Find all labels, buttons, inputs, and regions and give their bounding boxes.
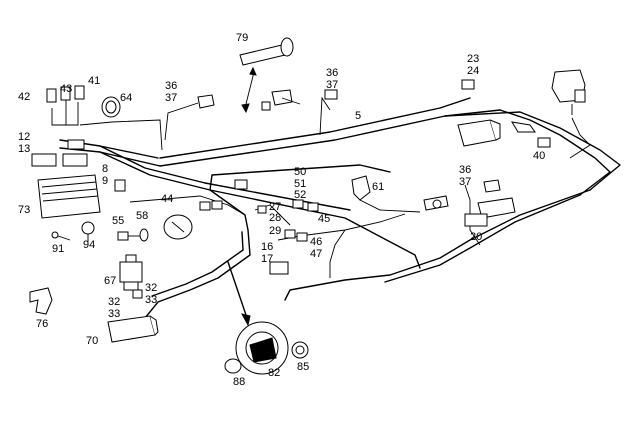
relay-41 <box>74 85 85 100</box>
ignition-lock <box>423 195 449 211</box>
bolt-88 <box>224 358 242 374</box>
grommet-64 <box>101 96 121 118</box>
label-41: 41 <box>88 75 100 87</box>
label-61: 61 <box>372 181 384 193</box>
label-94: 94 <box>83 239 95 251</box>
connector-cluster-44 <box>199 179 248 211</box>
nut-85 <box>291 341 309 359</box>
label-42: 42 <box>18 91 30 103</box>
label-79: 79 <box>236 32 248 44</box>
label-16: 16 <box>261 241 273 253</box>
screw-94 <box>81 221 95 242</box>
relay-43 <box>60 86 71 101</box>
bracket-61 <box>351 175 371 201</box>
label-45: 45 <box>318 213 330 225</box>
module-top-right <box>551 69 586 115</box>
label-82: 82 <box>268 367 280 379</box>
label-36-center: 36 <box>326 67 338 79</box>
main-harness <box>51 96 621 319</box>
connector-36-37-center <box>324 89 338 100</box>
module-20 <box>464 197 516 227</box>
label-91: 91 <box>52 243 64 255</box>
connector-32-33 <box>132 289 143 299</box>
label-8: 8 <box>102 163 108 175</box>
label-9: 9 <box>102 175 108 187</box>
part-labels: 79 42 43 41 64 36 37 36 37 23 24 5 12 13… <box>18 32 545 388</box>
label-20: 20 <box>470 231 482 243</box>
label-23: 23 <box>467 53 479 65</box>
label-24: 24 <box>467 65 479 77</box>
label-17: 17 <box>261 253 273 265</box>
label-70: 70 <box>86 335 98 347</box>
label-64: 64 <box>120 92 132 104</box>
label-28: 28 <box>269 212 281 224</box>
relay-42 <box>46 88 57 103</box>
control-unit-73 <box>37 174 101 219</box>
connectors-27-29 <box>257 205 308 242</box>
label-46: 46 <box>310 236 322 248</box>
label-29: 29 <box>269 225 281 237</box>
relay-near-8-9 <box>114 179 126 192</box>
label-32-left: 32 <box>108 296 120 308</box>
connector-12-13 <box>31 139 88 167</box>
connector-36-37-left <box>197 94 215 109</box>
label-50: 50 <box>294 166 306 178</box>
label-33-left: 33 <box>108 308 120 320</box>
connector-40 <box>511 121 551 148</box>
label-51: 51 <box>294 178 306 190</box>
fuse-box-70 <box>107 315 159 343</box>
label-36-right: 36 <box>459 164 471 176</box>
label-76: 76 <box>36 318 48 330</box>
connector-16-17 <box>269 261 289 275</box>
label-73: 73 <box>18 204 30 216</box>
label-33-right: 33 <box>145 294 157 306</box>
screw-91 <box>51 231 71 241</box>
switch-near-79 <box>261 89 301 111</box>
relay-box-5 <box>457 119 501 147</box>
label-43: 43 <box>60 83 72 95</box>
horn-82 <box>235 321 289 375</box>
switch-67 <box>119 254 143 291</box>
label-67: 67 <box>104 275 116 287</box>
label-37-right: 37 <box>459 176 471 188</box>
horn-sensor-44 <box>163 214 193 240</box>
clip-58 <box>139 228 149 242</box>
label-44: 44 <box>161 193 173 205</box>
label-58: 58 <box>136 210 148 222</box>
bracket-76 <box>29 287 53 315</box>
grip-79 <box>239 37 294 114</box>
label-5: 5 <box>355 110 361 122</box>
label-12: 12 <box>18 131 30 143</box>
label-37-center: 37 <box>326 79 338 91</box>
connector-36-37-right <box>483 179 501 193</box>
label-55: 55 <box>112 215 124 227</box>
label-85: 85 <box>297 361 309 373</box>
label-32-right: 32 <box>145 282 157 294</box>
label-13: 13 <box>18 143 30 155</box>
label-36-left: 36 <box>165 80 177 92</box>
label-27: 27 <box>269 201 281 213</box>
connectors-50-52 <box>292 199 319 212</box>
label-88: 88 <box>233 376 245 388</box>
arrow-to-horn <box>227 261 251 327</box>
connector-23-24 <box>461 79 475 90</box>
label-37-left: 37 <box>165 92 177 104</box>
screw-55 <box>117 231 140 241</box>
label-40: 40 <box>533 150 545 162</box>
label-47: 47 <box>310 248 322 260</box>
label-52: 52 <box>294 189 306 201</box>
